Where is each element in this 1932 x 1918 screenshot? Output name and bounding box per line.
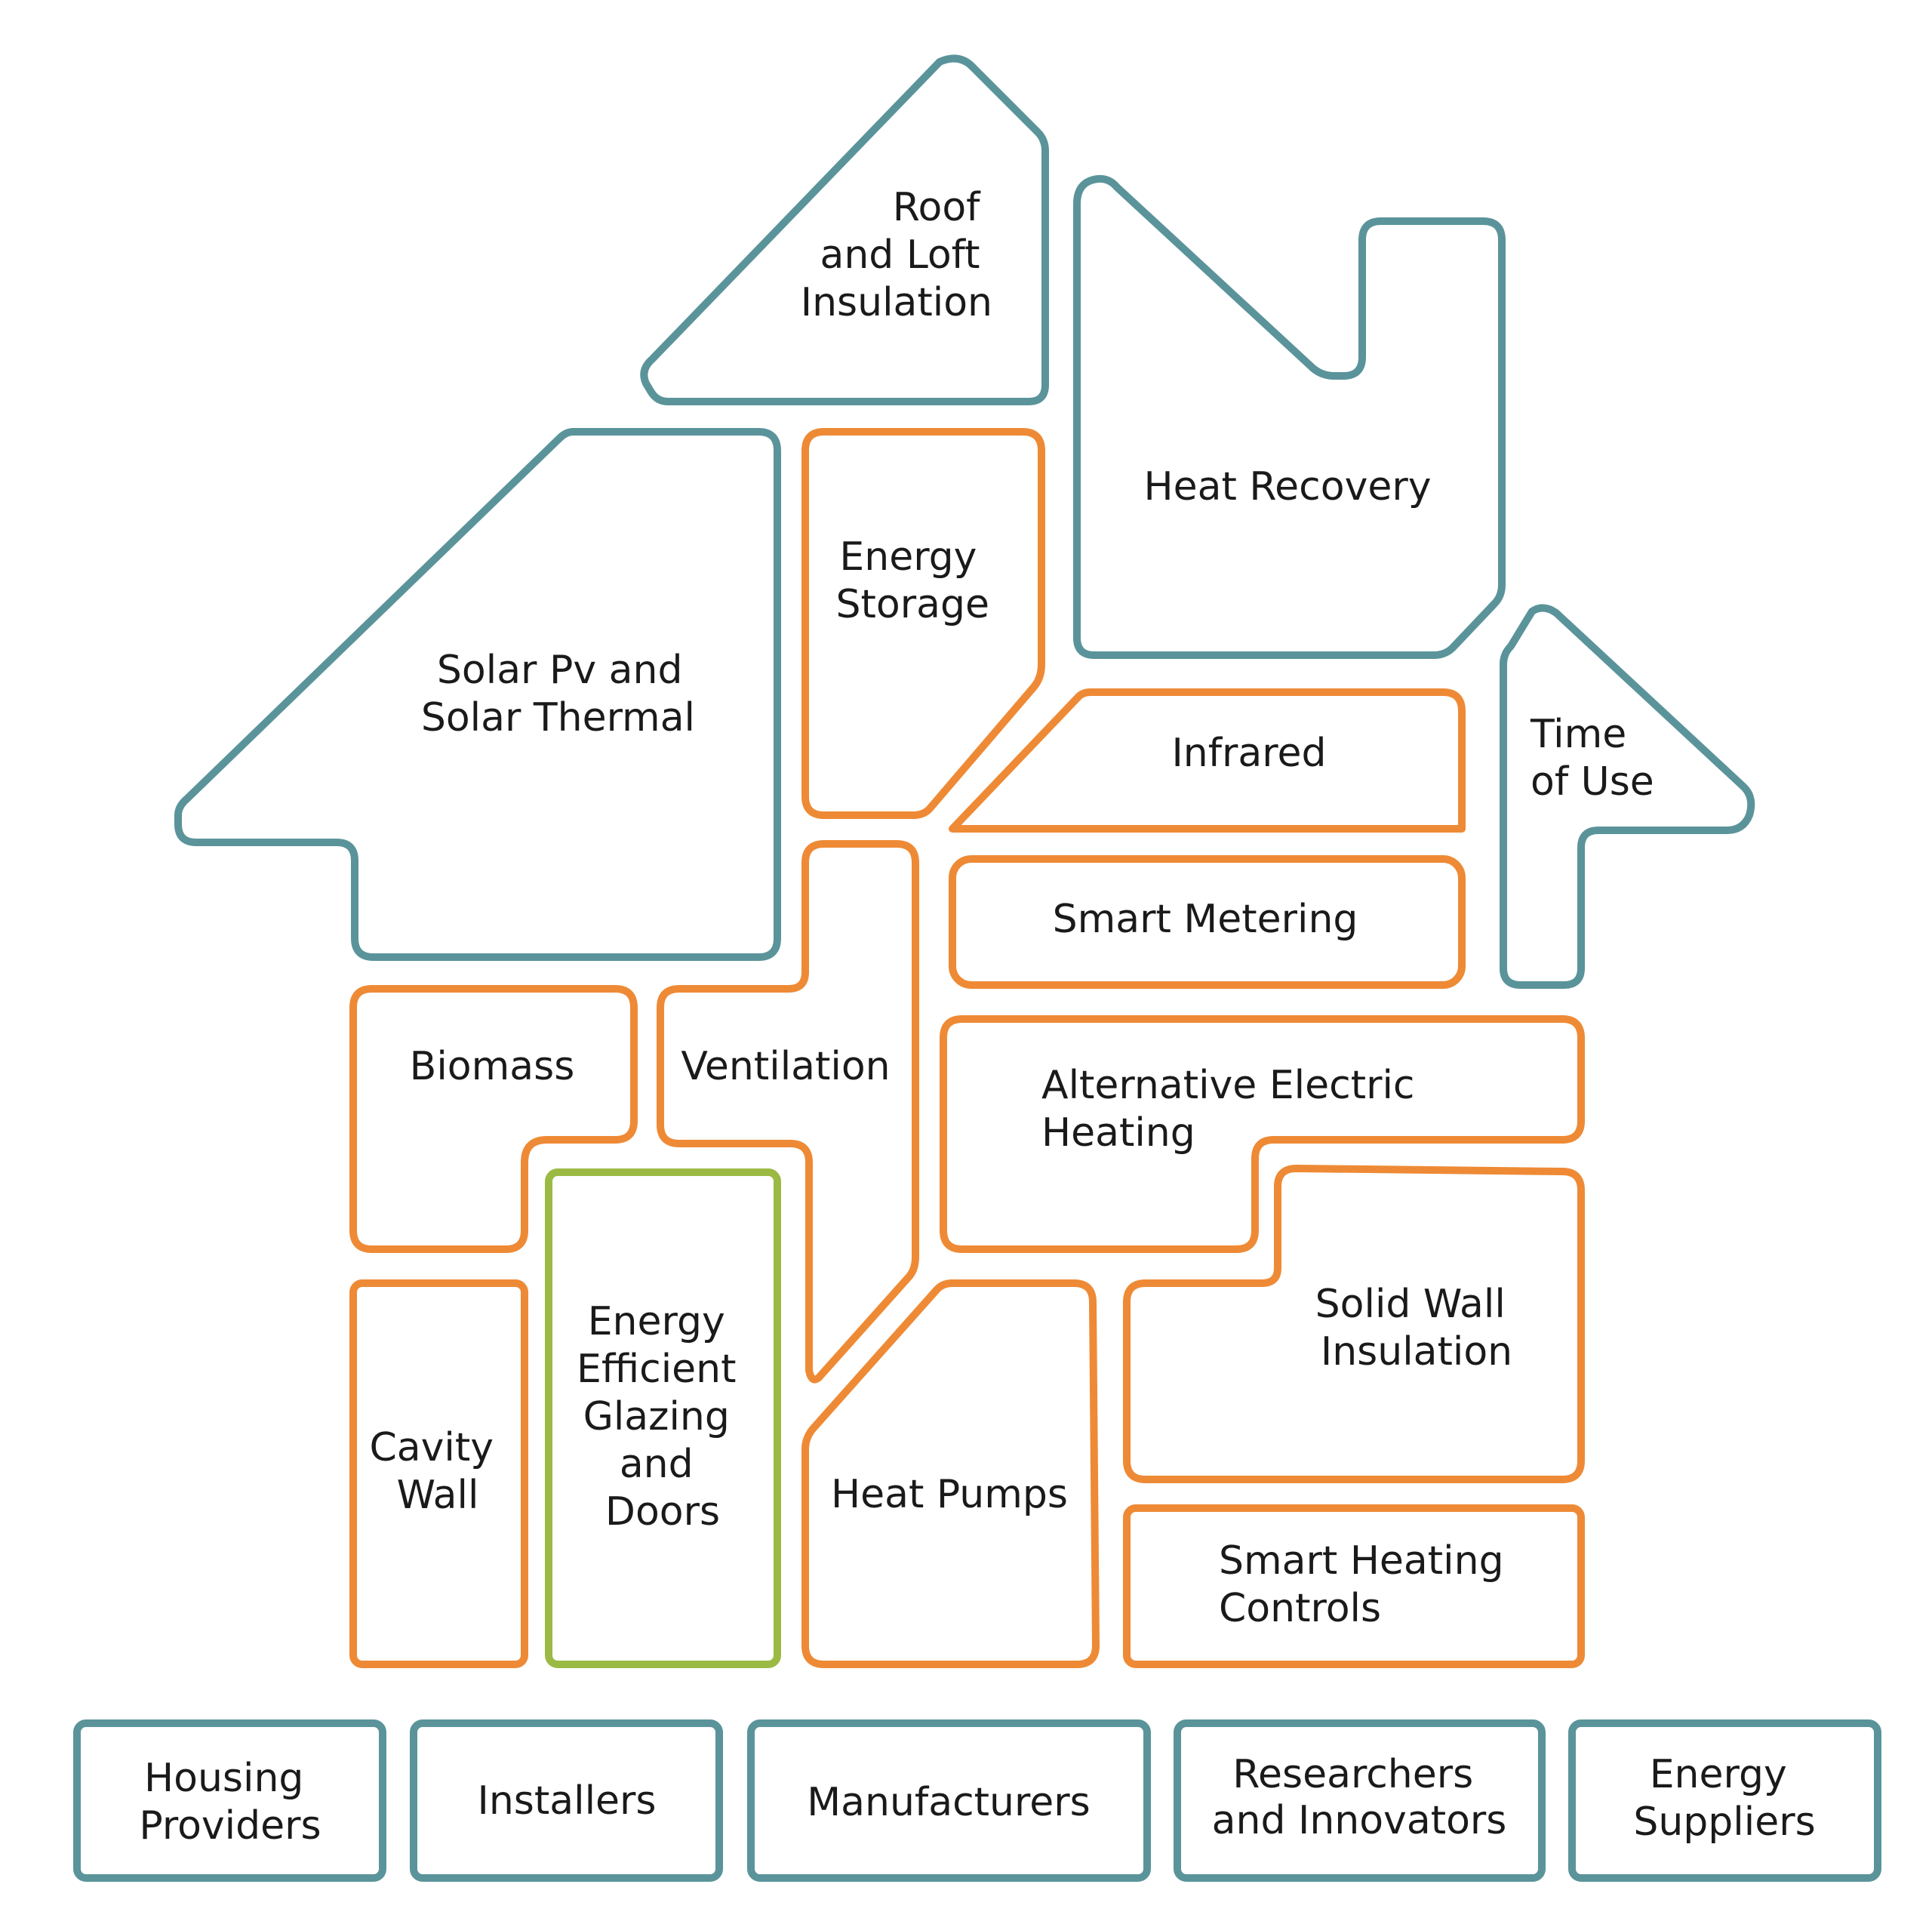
heat-pumps-block: Heat Pumps: [801, 1279, 1100, 1668]
ventilation-label: Ventilation: [681, 1044, 890, 1089]
stakeholder-energy-suppliers: Energy Suppliers: [1568, 1719, 1881, 1882]
smart-heating-controls-label: Smart Heating Controls: [1219, 1538, 1516, 1631]
infrared-block: Infrared: [949, 688, 1466, 833]
solar-pv-thermal-label: Solar Pv and Solar Thermal: [421, 648, 695, 740]
smart-heating-controls-block: Smart Heating Controls: [1123, 1504, 1585, 1668]
housing-providers-label: Housing Providers: [139, 1756, 321, 1849]
roof-loft-insulation-label: Roof and Loft Insulation: [801, 185, 992, 325]
cavity-wall-block: Cavity Wall: [349, 1279, 528, 1668]
solid-wall-insulation-label: Solid Wall Insulation: [1315, 1282, 1518, 1375]
smart-metering-block: Smart Metering: [949, 855, 1466, 989]
ventilation-block: Ventilation: [657, 840, 919, 1384]
stakeholder-housing-providers: Housing Providers: [73, 1719, 386, 1882]
installers-label: Installers: [478, 1778, 657, 1824]
energy-storage-label: Energy Storage: [836, 534, 989, 627]
glazing-doors-label: Energy Efficient Glazing and Doors: [577, 1299, 749, 1535]
heat-recovery-block: Heat Recovery: [1073, 174, 1506, 659]
manufacturers-label: Manufacturers: [807, 1780, 1090, 1825]
researchers-innovators-label: Researchers and Innovators: [1212, 1752, 1507, 1843]
biomass-label: Biomass: [410, 1044, 575, 1089]
time-of-use-label: Time of Use: [1530, 712, 1654, 805]
stakeholder-researchers-innovators: Researchers and Innovators: [1174, 1719, 1546, 1882]
heat-pumps-label: Heat Pumps: [831, 1472, 1068, 1517]
roof-loft-insulation-block: Roof and Loft Insulation: [640, 54, 1049, 405]
biomass-block: Biomass: [349, 985, 638, 1253]
alternative-electric-heating-block: Alternative Electric Heating: [940, 1015, 1585, 1253]
energy-storage-block: Energy Storage: [801, 428, 1045, 819]
stakeholder-manufacturers: Manufacturers: [747, 1719, 1151, 1882]
alternative-electric-heating-label: Alternative Electric Heating: [1041, 1063, 1427, 1156]
glazing-doors-block: Energy Efficient Glazing and Doors: [545, 1168, 781, 1668]
stakeholder-installers: Installers: [410, 1719, 723, 1882]
time-of-use-block: Time of Use: [1500, 604, 1755, 989]
cavity-wall-label: Cavity Wall: [369, 1425, 506, 1518]
solid-wall-insulation-block: Solid Wall Insulation: [1123, 1165, 1585, 1483]
heat-recovery-label: Heat Recovery: [1144, 464, 1432, 510]
smart-metering-label: Smart Metering: [1053, 897, 1358, 942]
solar-pv-thermal-block: Solar Pv and Solar Thermal: [174, 428, 781, 961]
infrared-label: Infrared: [1171, 731, 1326, 776]
energy-suppliers-label: Energy Suppliers: [1633, 1752, 1815, 1845]
